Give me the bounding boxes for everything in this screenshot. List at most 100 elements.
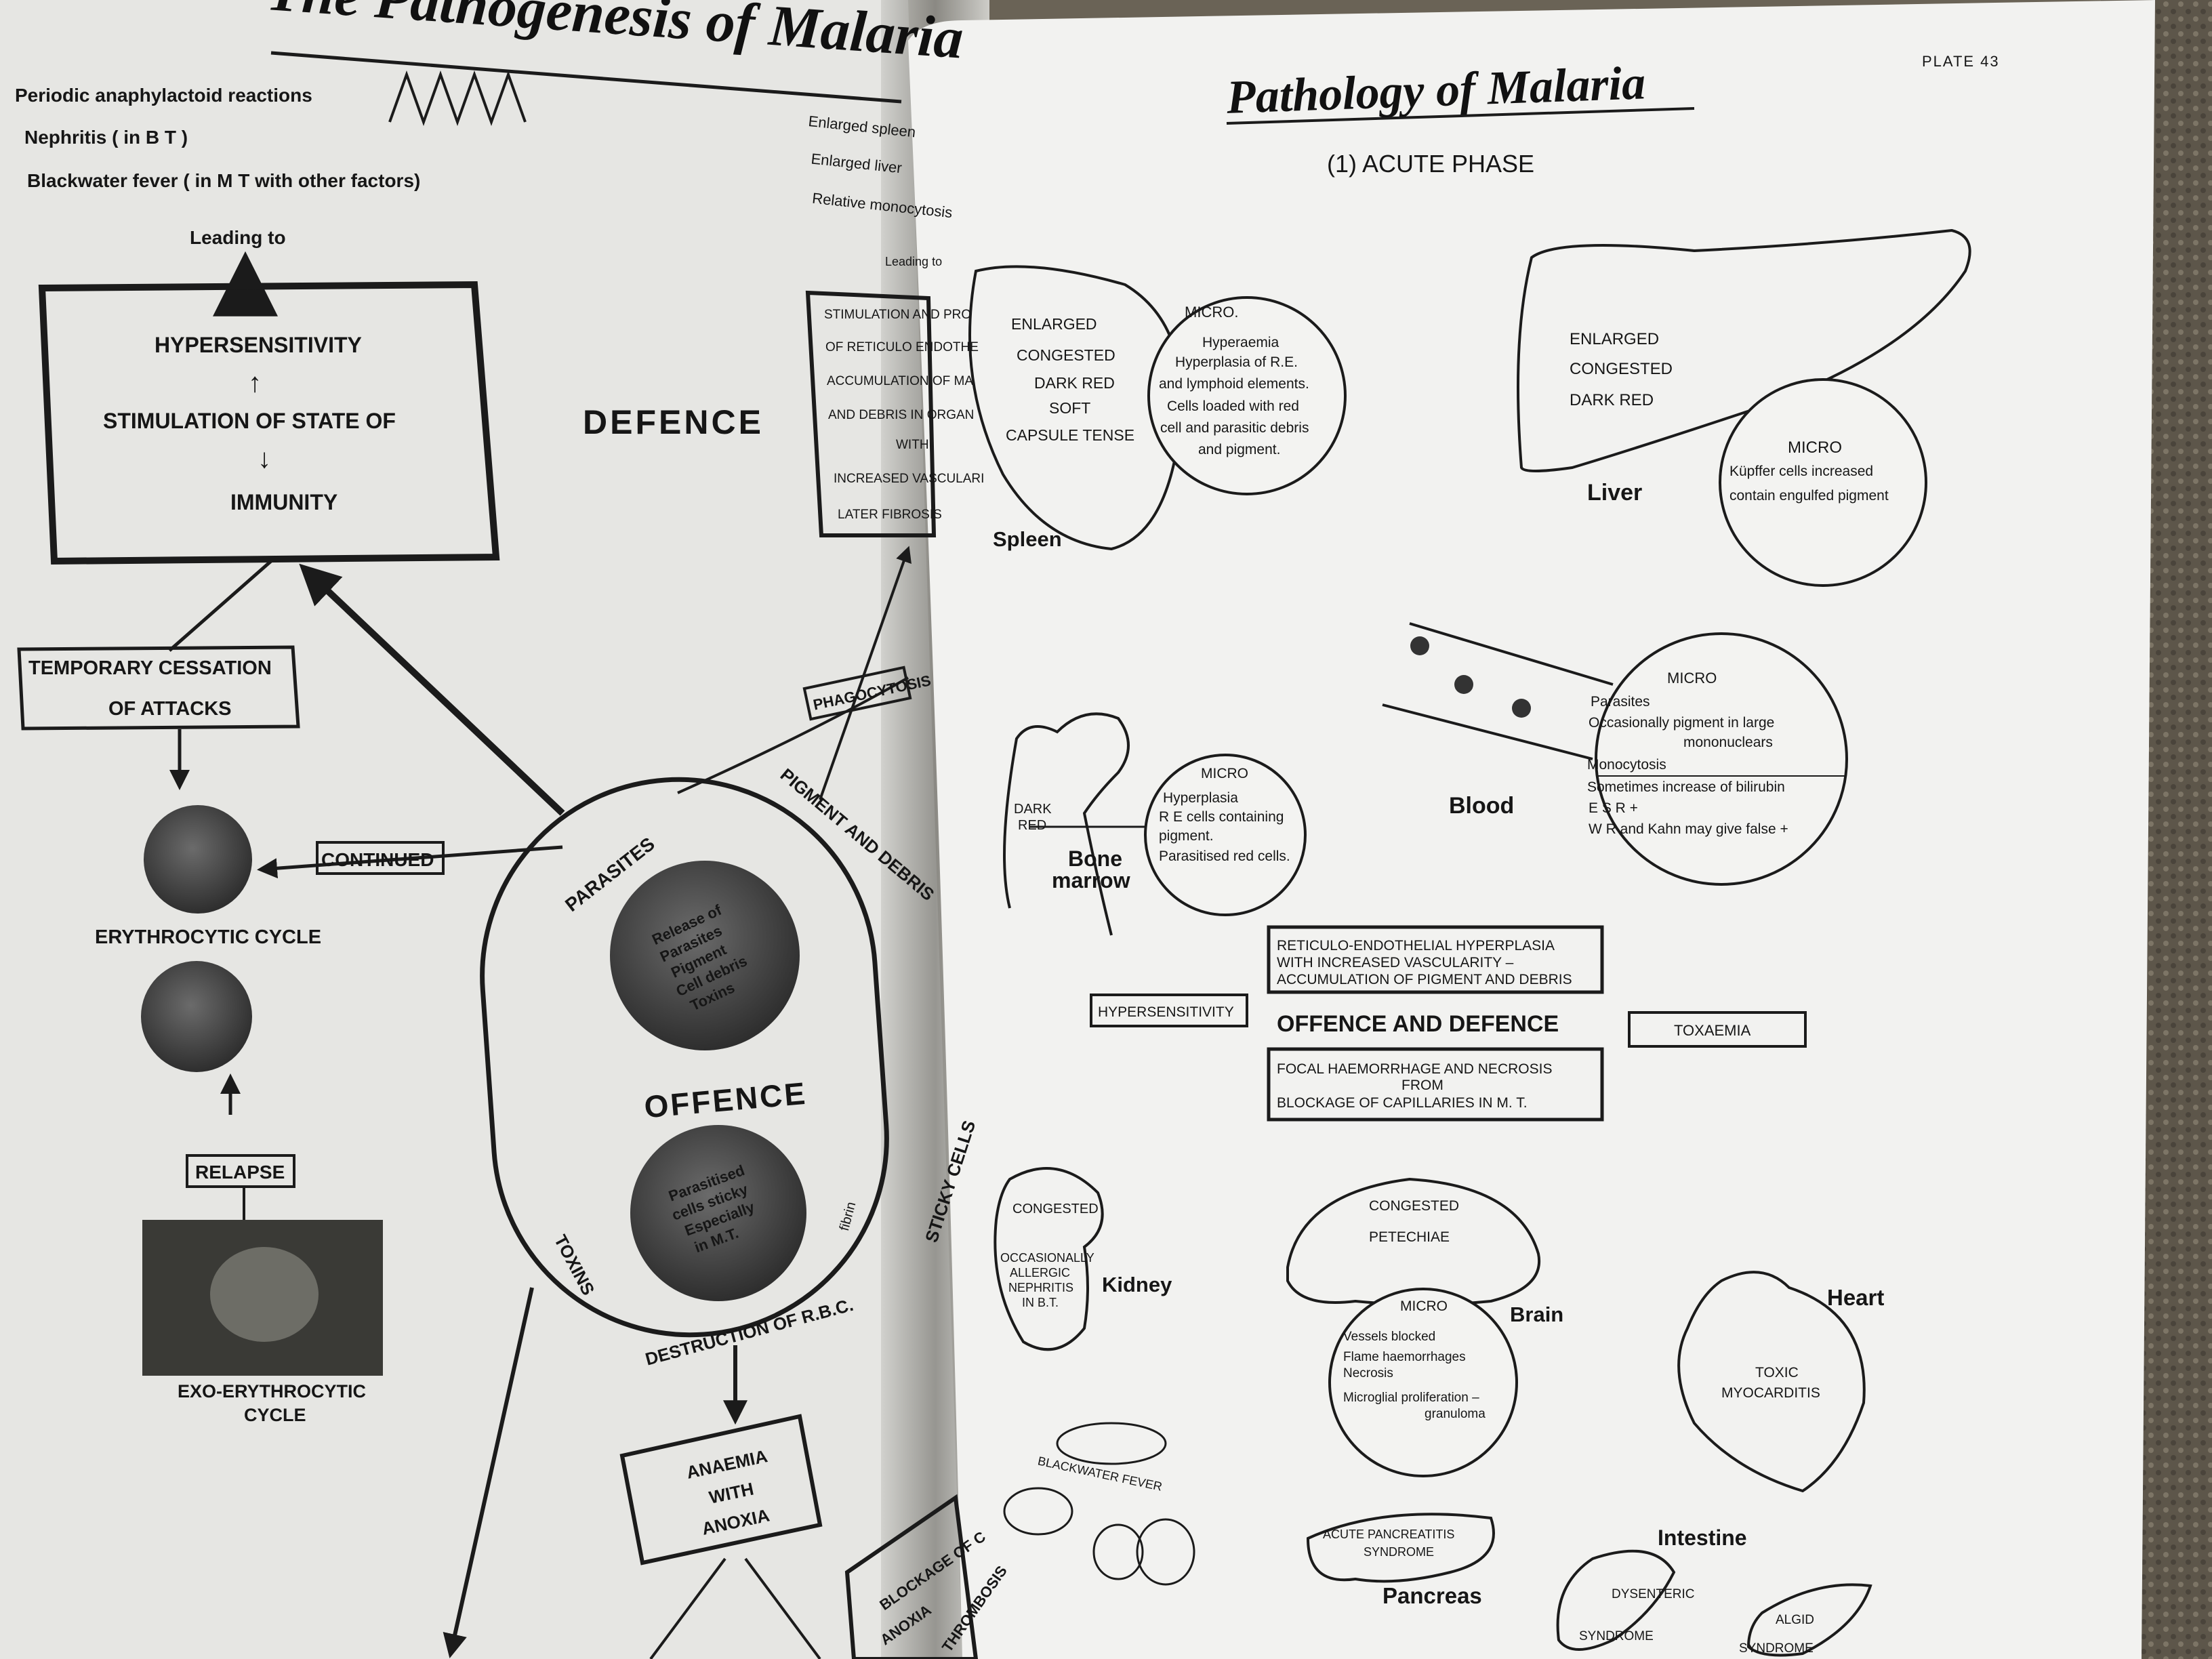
release-cell-image: [610, 861, 800, 1050]
reaction-3: Blackwater fever ( in M T with other fac…: [27, 170, 420, 191]
spleen-micro-5: cell and parasitic debris: [1160, 420, 1309, 436]
bone-micro-4: Parasitised red cells.: [1159, 848, 1290, 864]
heart-section: TOXIC MYOCARDITIS Heart: [1677, 1271, 1884, 1493]
pancreas-label: Pancreas: [1382, 1583, 1482, 1608]
blood-micro-4: Monocytosis: [1587, 757, 1666, 773]
brain-micro-2: Flame haemorrhages: [1343, 1350, 1466, 1364]
brain-micro-1: Vessels blocked: [1343, 1330, 1435, 1344]
exo-cycle-line-1: EXO-ERYTHROCYTIC: [178, 1381, 366, 1401]
brain-note-2: PETECHIAE: [1369, 1229, 1450, 1245]
toxaemia-label: TOXAEMIA: [1674, 1022, 1751, 1039]
edge-box-line-4: AND DEBRIS IN ORGAN: [828, 408, 974, 422]
liver-note-1: ENLARGED: [1570, 330, 1659, 348]
edge-box-line-3: ACCUMULATION OF MA: [827, 374, 973, 388]
immunity-line-1: HYPERSENSITIVITY: [155, 333, 362, 357]
kidney-note-5: IN B.T.: [1022, 1296, 1059, 1309]
spleen-note-2: CONGESTED: [1017, 346, 1115, 364]
bone-label-1: Bone: [1068, 846, 1122, 871]
spleen-note-3: DARK RED: [1034, 374, 1115, 392]
bone-note-2: RED: [1018, 818, 1046, 833]
erythrocyte-image: [144, 805, 252, 914]
bone-label-2: marrow: [1052, 868, 1130, 893]
center-bottom-line-3: BLOCKAGE OF CAPILLARIES IN M. T.: [1277, 1095, 1528, 1111]
algid-line-2: SYNDROME: [1739, 1641, 1814, 1656]
plate-number: PLATE 43: [1922, 53, 2000, 70]
brain-micro-title: MICRO: [1400, 1298, 1448, 1314]
edge-box-line-2: OF RETICULO ENDOTHE: [825, 340, 979, 354]
center-top-line-1: RETICULO-ENDOTHELIAL HYPERPLASIA: [1277, 938, 1555, 954]
kidney-note-2: OCCASIONALLY: [1000, 1251, 1094, 1265]
center-bottom-line-1: FOCAL HAEMORRHAGE AND NECROSIS: [1277, 1061, 1552, 1077]
kidney-note-4: NEPHRITIS: [1008, 1281, 1073, 1294]
pancreas-note-2: SYNDROME: [1364, 1545, 1434, 1559]
liver-section: ENLARGED CONGESTED DARK RED Liver MICRO …: [1517, 228, 1971, 587]
right-diagram: Pathology of Malaria PLATE 43 (1) ACUTE …: [968, 53, 2000, 1657]
center-top-line-2: WITH INCREASED VASCULARITY –: [1277, 955, 1514, 970]
algid-line-1: ALGID: [1776, 1613, 1814, 1627]
heart-note-2: MYOCARDITIS: [1721, 1385, 1820, 1401]
brain-micro-5: granuloma: [1425, 1407, 1486, 1421]
spleen-label: Spleen: [993, 527, 1062, 551]
heart-note-1: TOXIC: [1755, 1365, 1799, 1380]
blood-micro-title: MICRO: [1667, 670, 1717, 687]
leading-to-label: Leading to: [190, 227, 286, 248]
hypersensitivity-label: HYPERSENSITIVITY: [1098, 1004, 1234, 1020]
right-page: [908, 0, 2155, 1659]
edge-box-line-1: STIMULATION AND PRO: [824, 308, 971, 322]
spleen-micro-title: MICRO.: [1185, 304, 1238, 321]
exo-cycle-line-2: CYCLE: [244, 1405, 306, 1425]
pancreas-note-1: ACUTE PANCREATITIS: [1323, 1528, 1454, 1541]
liver-micro-2: contain engulfed pigment: [1729, 488, 1889, 504]
intestine-label: Intestine: [1658, 1525, 1747, 1550]
dysenteric-line-2: SYNDROME: [1579, 1629, 1654, 1643]
kidney-label: Kidney: [1102, 1273, 1172, 1296]
liver-label: Liver: [1587, 480, 1642, 506]
pancreas-section: ACUTE PANCREATITIS SYNDROME Pancreas: [1306, 1513, 1495, 1608]
center-boxes: RETICULO-ENDOTHELIAL HYPERPLASIA WITH IN…: [1090, 925, 1807, 1122]
defence-label: DEFENCE: [583, 403, 764, 441]
spleen-micro-1: Hyperaemia: [1202, 335, 1279, 350]
cessation-line-2: OF ATTACKS: [108, 698, 232, 720]
spleen-note-1: ENLARGED: [1011, 315, 1097, 333]
immunity-line-3: STIMULATION OF STATE OF: [103, 409, 396, 433]
offence-defence-label: OFFENCE AND DEFENCE: [1277, 1011, 1559, 1037]
spleen-micro-3: and lymphoid elements.: [1159, 376, 1309, 392]
intestine-section: Intestine DYSENTERIC SYNDROME ALGID SYND…: [1556, 1525, 1872, 1657]
parasitised-cell-image: [630, 1125, 806, 1301]
edge-box-line-6: INCREASED VASCULARI: [834, 472, 984, 486]
relapse-label: RELAPSE: [195, 1162, 285, 1183]
spleen-note-4: SOFT: [1049, 399, 1090, 417]
cessation-line-1: TEMPORARY CESSATION: [28, 657, 272, 679]
bone-micro-2: R E cells containing: [1159, 809, 1284, 825]
blood-micro-2: Occasionally pigment in large: [1589, 715, 1774, 731]
kidney-note-1: CONGESTED: [1012, 1202, 1099, 1216]
blood-label: Blood: [1449, 793, 1514, 819]
blood-micro-1: Parasites: [1591, 694, 1650, 710]
spleen-micro-4: Cells loaded with red: [1167, 398, 1299, 414]
edge-leading-to: Leading to: [885, 255, 942, 268]
spleen-micro-6: and pigment.: [1198, 442, 1280, 457]
blood-micro-3: mononuclears: [1683, 735, 1773, 750]
ruptured-cell-image: [141, 961, 252, 1072]
blood-micro-5: Sometimes increase of bilirubin: [1587, 779, 1785, 795]
brain-note-1: CONGESTED: [1369, 1198, 1459, 1214]
heart-label: Heart: [1827, 1285, 1884, 1310]
erythrocytic-cycle-label: ERYTHROCYTIC CYCLE: [95, 926, 321, 948]
blood-section: Blood MICRO Parasites Occasionally pigme…: [1382, 622, 1848, 886]
edge-box-line-7: LATER FIBROSIS: [838, 508, 942, 522]
immunity-line-4: ↓: [258, 444, 271, 474]
liver-note-3: DARK RED: [1570, 391, 1654, 409]
blood-micro-6: E S R +: [1589, 800, 1638, 816]
continued-label: CONTINUED: [321, 849, 434, 870]
temporary-cessation-box: TEMPORARY CESSATION OF ATTACKS: [17, 645, 300, 731]
brain-section: CONGESTED PETECHIAE MICRO Vessels blocke…: [1286, 1177, 1563, 1477]
liver-micro-1: Küpffer cells increased: [1729, 464, 1873, 479]
liver-note-2: CONGESTED: [1570, 360, 1673, 378]
immunity-line-2: ↑: [248, 368, 262, 398]
brain-label: Brain: [1510, 1303, 1563, 1326]
liver-micro-title: MICRO: [1788, 438, 1842, 457]
reaction-1: Periodic anaphylactoid reactions: [15, 85, 312, 106]
phase-heading: (1) ACUTE PHASE: [1327, 150, 1534, 178]
kidney-section: CONGESTED OCCASIONALLY ALLERGIC NEPHRITI…: [994, 1167, 1172, 1351]
